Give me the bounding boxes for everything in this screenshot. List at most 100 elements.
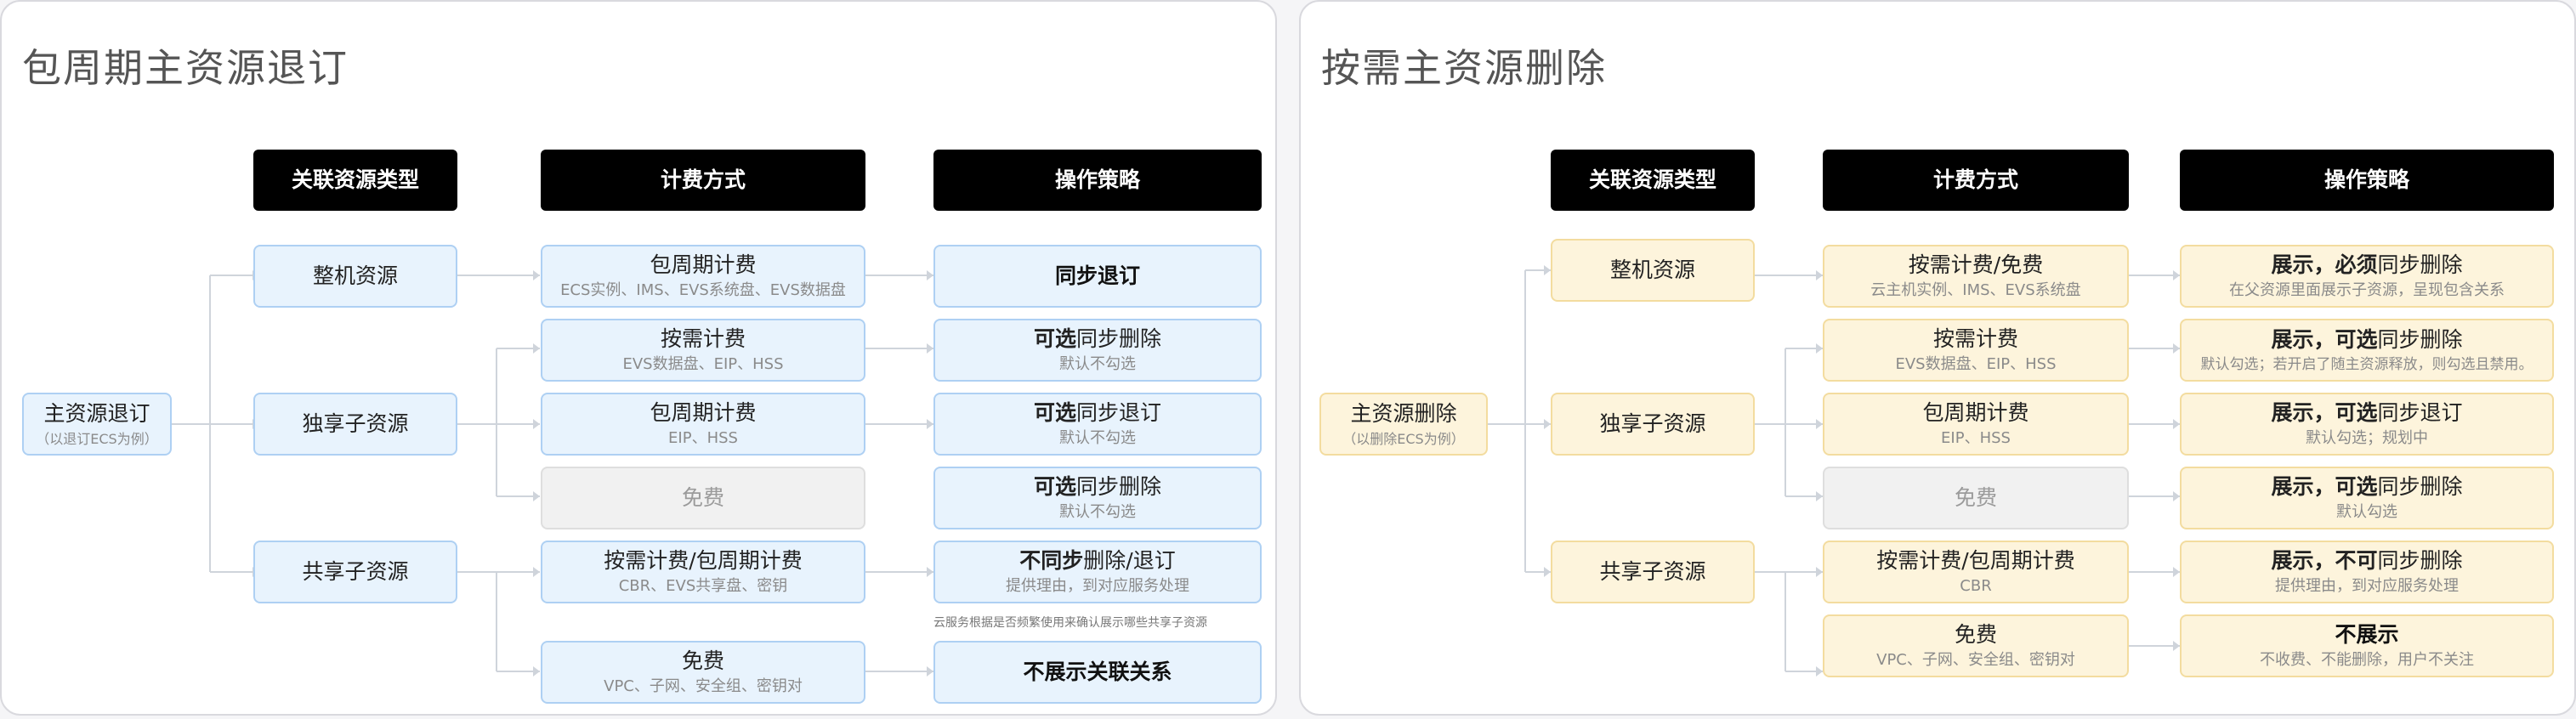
strategy-rest: 同步退订 [2377,400,2463,426]
root-label: 主资源退订 [43,401,150,427]
billing-sub: VPC、子网、安全组、密钥对 [1876,651,2075,670]
billing-label: 免费 [1954,622,1997,648]
strategy-label: 展示，可选同步删除 [2271,326,2462,353]
billing-box: 包周期计费 EIP、HSS [1823,393,2129,456]
billing-label: 包周期计费 [650,400,757,426]
strategy-sub: 默认勾选；若开启了随主资源释放，则勾选且禁用。 [2200,356,2533,373]
billing-label: 按需计费/免费 [1908,252,2044,278]
strategy-box: 展示，必须同步删除 在父资源里面展示子资源，呈现包含关系 [2180,245,2554,308]
strategy-rest: 同步删除 [1076,474,1162,500]
billing-box: 包周期计费 ECS实例、IMS、EVS系统盘、EVS数据盘 [541,245,865,308]
billing-box: 按需计费/免费 云主机实例、IMS、EVS系统盘 [1823,245,2129,308]
header-resource-type: 关联资源类型 [1551,150,1755,211]
strategy-bold: 展示，必须 [2271,252,2378,278]
strategy-rest: 删除/退订 [1083,548,1176,574]
strategy-box: 同步退订 [933,245,1262,308]
strategy-box: 可选同步删除 默认不勾选 [933,319,1262,382]
page-title: 包周期主资源退订 [22,45,349,91]
type-exclusive-label: 独享子资源 [1599,411,1706,437]
billing-label: 按需计费 [660,326,746,352]
strategy-bold: 展示，可选 [2271,400,2378,426]
billing-box: 免费 VPC、子网、安全组、密钥对 [541,641,865,704]
billing-sub: CBR [1960,577,1992,596]
strategy-sub: 提供理由，到对应服务处理 [1006,577,1189,596]
billing-box: 免费 VPC、子网、安全组、密钥对 [1823,614,2129,677]
strategy-box: 展示，可选同步删除 默认勾选 [2180,467,2554,529]
billing-sub: CBR、EVS共享盘、密钥 [618,577,788,596]
header-billing: 计费方式 [541,150,865,211]
root-label: 主资源删除 [1350,401,1457,427]
strategy-rest: 同步删除 [2377,548,2463,574]
header-strategy: 操作策略 [2180,150,2554,211]
header-strategy: 操作策略 [933,150,1262,211]
strategy-bold: 展示，可选 [2271,326,2378,352]
header-resource-type: 关联资源类型 [253,150,457,211]
type-exclusive: 独享子资源 [1551,393,1755,456]
strategy-label: 展示，可选同步退订 [2271,399,2462,426]
billing-label: 按需计费/包周期计费 [1876,548,2075,574]
shared-resource-note: 云服务根据是否频繁使用来确认展示哪些共享子资源 [933,616,1207,630]
billing-sub: VPC、子网、安全组、密钥对 [604,677,803,696]
strategy-bold: 不同步 [1019,548,1084,574]
root-node: 主资源删除 （以删除ECS为例） [1319,393,1488,456]
strategy-box: 不展示 不收费、不能删除，用户不关注 [2180,614,2554,677]
strategy-sub: 默认勾选；规划中 [2306,429,2428,448]
billing-label: 免费 [681,485,724,511]
billing-label: 按需计费/包周期计费 [604,548,803,574]
strategy-bold: 展示，不可 [2271,548,2378,574]
strategy-bold: 展示，可选 [2271,474,2378,500]
strategy-box: 不展示关联关系 [933,641,1262,704]
panel-subscription-unsubscribe: 包周期主资源退订 关联资源类型 计费方式 操作策略 主资源退订 （以退订ECS为… [0,0,1277,716]
billing-box: 按需计费/包周期计费 CBR、EVS共享盘、密钥 [541,541,865,603]
billing-box-free: 免费 [1823,467,2129,529]
strategy-sub: 提供理由，到对应服务处理 [2275,577,2459,596]
type-shared-label: 共享子资源 [1599,559,1706,585]
strategy-rest: 同步删除 [2377,326,2463,352]
type-whole: 整机资源 [1551,239,1755,302]
billing-box: 按需计费 EVS数据盘、EIP、HSS [1823,319,2129,382]
billing-sub: 云主机实例、IMS、EVS系统盘 [1870,281,2081,300]
strategy-sub: 默认不勾选 [1059,429,1136,448]
billing-box-free: 免费 [541,467,865,529]
billing-label: 免费 [1954,485,1997,511]
strategy-bold: 同步退订 [1054,263,1140,289]
strategy-box: 不同步删除/退订 提供理由，到对应服务处理 [933,541,1262,603]
strategy-label: 展示，可选同步删除 [2271,473,2462,500]
strategy-label: 展示，不可同步删除 [2271,547,2462,574]
type-whole: 整机资源 [253,245,457,308]
strategy-rest: 同步删除 [2377,252,2463,278]
strategy-sub: 默认不勾选 [1059,503,1136,522]
strategy-bold: 可选 [1033,326,1076,352]
strategy-sub: 默认不勾选 [1059,355,1136,374]
strategy-bold: 不展示 [2335,622,2399,648]
strategy-label: 可选同步删除 [1034,326,1161,352]
root-sub: （以退订ECS为例） [36,430,158,447]
billing-sub: ECS实例、IMS、EVS系统盘、EVS数据盘 [560,281,846,300]
strategy-sub: 默认勾选 [2336,503,2397,522]
strategy-box: 展示，不可同步删除 提供理由，到对应服务处理 [2180,541,2554,603]
type-exclusive-label: 独享子资源 [302,411,409,437]
billing-label: 包周期计费 [650,252,757,278]
strategy-sub: 在父资源里面展示子资源，呈现包含关系 [2229,281,2505,300]
billing-sub: EVS数据盘、EIP、HSS [1895,355,2057,374]
strategy-box: 可选同步退订 默认不勾选 [933,393,1262,456]
root-node: 主资源退订 （以退订ECS为例） [22,393,172,456]
strategy-rest: 同步退订 [1076,400,1162,426]
strategy-rest: 同步删除 [1076,326,1162,352]
strategy-box: 展示，可选同步删除 默认勾选；若开启了随主资源释放，则勾选且禁用。 [2180,319,2554,382]
billing-box: 按需计费 EVS数据盘、EIP、HSS [541,319,865,382]
strategy-label: 不同步删除/退订 [1019,547,1175,574]
type-whole-label: 整机资源 [312,263,398,289]
type-shared: 共享子资源 [253,541,457,603]
billing-sub: EIP、HSS [668,429,738,448]
type-exclusive: 独享子资源 [253,393,457,456]
type-shared-label: 共享子资源 [302,559,409,585]
strategy-bold: 可选 [1033,400,1076,426]
strategy-rest: 同步删除 [2377,474,2463,500]
billing-label: 免费 [681,648,724,674]
page-title: 按需主资源删除 [1321,45,1607,91]
strategy-label: 可选同步退订 [1034,399,1161,426]
strategy-label: 可选同步删除 [1034,473,1161,500]
billing-sub: EVS数据盘、EIP、HSS [622,355,784,374]
strategy-bold: 可选 [1033,474,1076,500]
